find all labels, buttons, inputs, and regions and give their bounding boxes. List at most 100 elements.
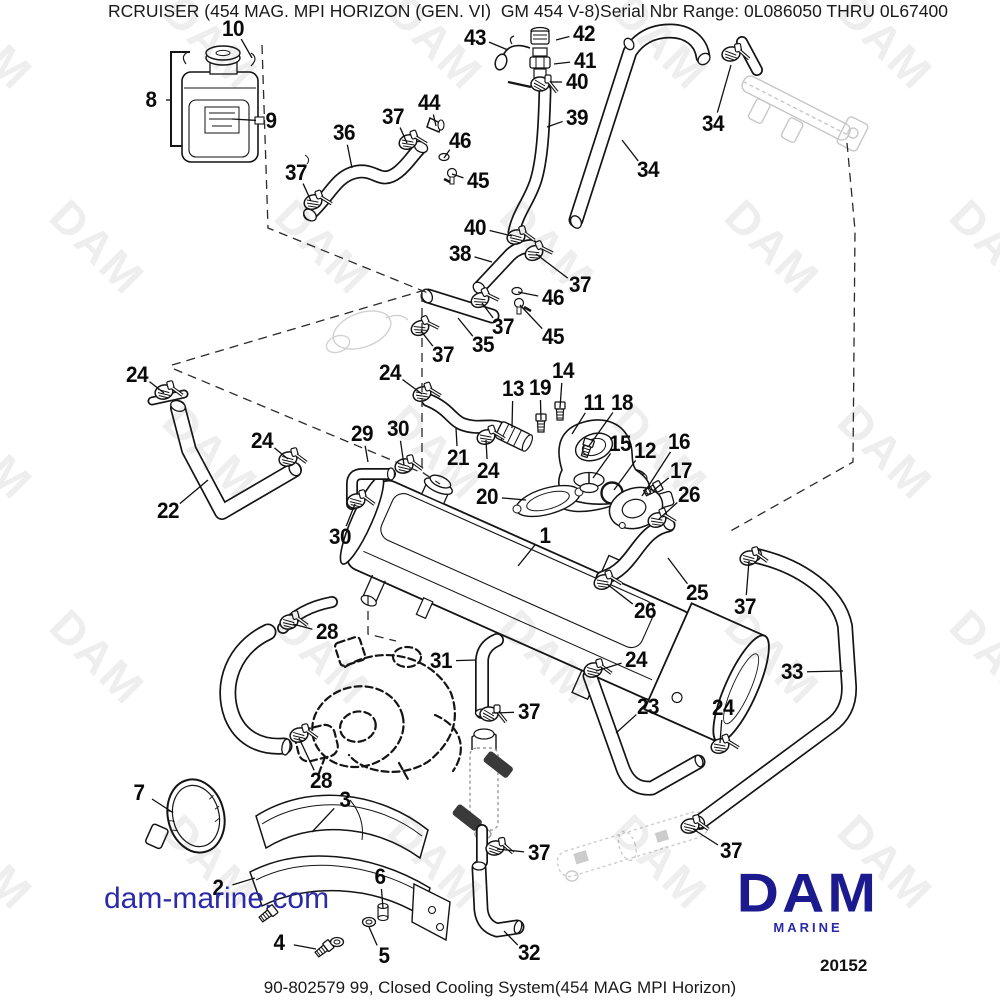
part-callout-5: 5: [378, 943, 390, 968]
fuel-rail-ghost: [741, 75, 869, 152]
part-callout-37: 37: [517, 699, 541, 724]
leader-line-26: [658, 502, 678, 520]
leader-line-33: [806, 670, 844, 673]
leader-line-17: [653, 477, 670, 491]
part-callout-17: 17: [669, 458, 693, 483]
leader-lines: [149, 35, 844, 950]
clamps: [151, 40, 770, 860]
part-callout-46: 46: [448, 128, 472, 153]
leader-line-44: [432, 114, 437, 127]
construction-lines: [171, 44, 856, 642]
leader-line-24: [719, 719, 723, 744]
part-callout-10: 10: [221, 16, 245, 41]
leader-line-2: [232, 877, 256, 886]
leader-line-32: [503, 930, 519, 946]
part-callout-24: 24: [378, 360, 402, 385]
shield-3: [255, 794, 429, 860]
part-callout-39: 39: [565, 105, 589, 130]
part-callout-31: 31: [429, 648, 453, 673]
leader-line-12: [613, 460, 637, 491]
part-callout-2: 2: [212, 875, 224, 900]
leader-line-41: [553, 61, 571, 65]
leader-line-46: [517, 291, 539, 297]
leader-line-39: [546, 120, 563, 128]
part-callout-35: 35: [471, 332, 495, 357]
leader-line-36: [346, 144, 353, 169]
leader-line-37: [302, 183, 312, 202]
part-callout-18: 18: [610, 390, 634, 415]
part-callout-37: 37: [284, 160, 308, 185]
part-callout-37: 37: [733, 594, 757, 619]
drain-tube-ghost: [452, 728, 513, 840]
part-callout-11: 11: [583, 390, 605, 415]
part-callout-34: 34: [636, 157, 660, 182]
part-callout-26: 26: [633, 598, 657, 623]
part-callout-24: 24: [711, 695, 735, 720]
logo-text: DAM: [736, 862, 880, 924]
part-callout-29: 29: [350, 421, 374, 446]
circulating-pump-phantom: [294, 635, 462, 783]
footer-caption: 90-802579 99, Closed Cooling System(454 …: [263, 978, 737, 997]
leader-line-37: [535, 253, 569, 279]
leader-line-25: [667, 557, 688, 585]
leader-line-14: [559, 382, 563, 409]
leader-line-24: [485, 439, 488, 460]
leader-line-4: [293, 944, 317, 950]
part-callout-15: 15: [608, 431, 632, 456]
part-callout-30: 30: [386, 416, 410, 441]
leader-line-18: [588, 412, 614, 447]
leader-line-30: [399, 440, 405, 466]
part-callout-45: 45: [541, 324, 565, 349]
leader-line-13: [511, 400, 514, 429]
leader-line-9: [231, 118, 257, 122]
leader-line-22: [179, 479, 209, 505]
leader-line-1: [517, 544, 536, 567]
leader-line-37: [692, 828, 719, 846]
part-callout-4: 4: [273, 930, 285, 955]
part-callout-28: 28: [309, 768, 333, 793]
leader-line-26: [606, 583, 634, 605]
coolant-reservoir: [170, 45, 310, 165]
part-callout-13: 13: [501, 376, 525, 401]
exhaust-pipe-ghost: [556, 811, 709, 882]
part-callout-37: 37: [381, 104, 405, 129]
part-callout-32: 32: [517, 940, 541, 965]
leader-line-28: [298, 737, 315, 771]
part-callout-40: 40: [565, 69, 589, 94]
leader-line-37: [420, 330, 434, 347]
dam-marine-logo: DAM MARINE: [718, 862, 898, 935]
leader-line-35: [457, 317, 474, 337]
leader-line-40: [489, 229, 513, 237]
part-callout-24: 24: [476, 458, 500, 483]
logo-subtext: MARINE: [773, 920, 843, 935]
leader-line-37: [399, 127, 408, 144]
leader-line-34: [621, 139, 639, 162]
part-callout-37: 37: [491, 314, 515, 339]
part-callout-44: 44: [417, 90, 441, 115]
leader-line-3: [311, 807, 335, 833]
part-callout-16: 16: [667, 429, 691, 454]
part-callout-26: 26: [677, 482, 701, 507]
leader-line-42: [555, 35, 570, 41]
leader-line-16: [641, 451, 672, 497]
leader-line-24: [149, 381, 165, 394]
leader-line-31: [455, 659, 477, 662]
part-callout-43: 43: [463, 25, 487, 50]
part-callout-22: 22: [156, 498, 180, 523]
part-callout-9: 9: [265, 108, 277, 133]
part-callout-12: 12: [633, 438, 657, 463]
website-link[interactable]: dam-marine.com: [104, 882, 330, 915]
part-callout-40: 40: [463, 215, 487, 240]
page-title: RCRUISER (454 MAG. MPI HORIZON (GEN. VI)…: [108, 1, 948, 21]
part-callout-21: 21: [446, 445, 470, 470]
part-callout-8: 8: [145, 87, 157, 112]
part-callout-14: 14: [551, 358, 575, 383]
part-callout-24: 24: [125, 362, 149, 387]
part-callout-3: 3: [339, 787, 351, 812]
part-callout-25: 25: [685, 580, 709, 605]
leader-line-19: [539, 399, 542, 421]
part-callout-46: 46: [541, 285, 565, 310]
leader-line-37: [481, 302, 494, 319]
engine-boss-ghost: [325, 310, 409, 354]
